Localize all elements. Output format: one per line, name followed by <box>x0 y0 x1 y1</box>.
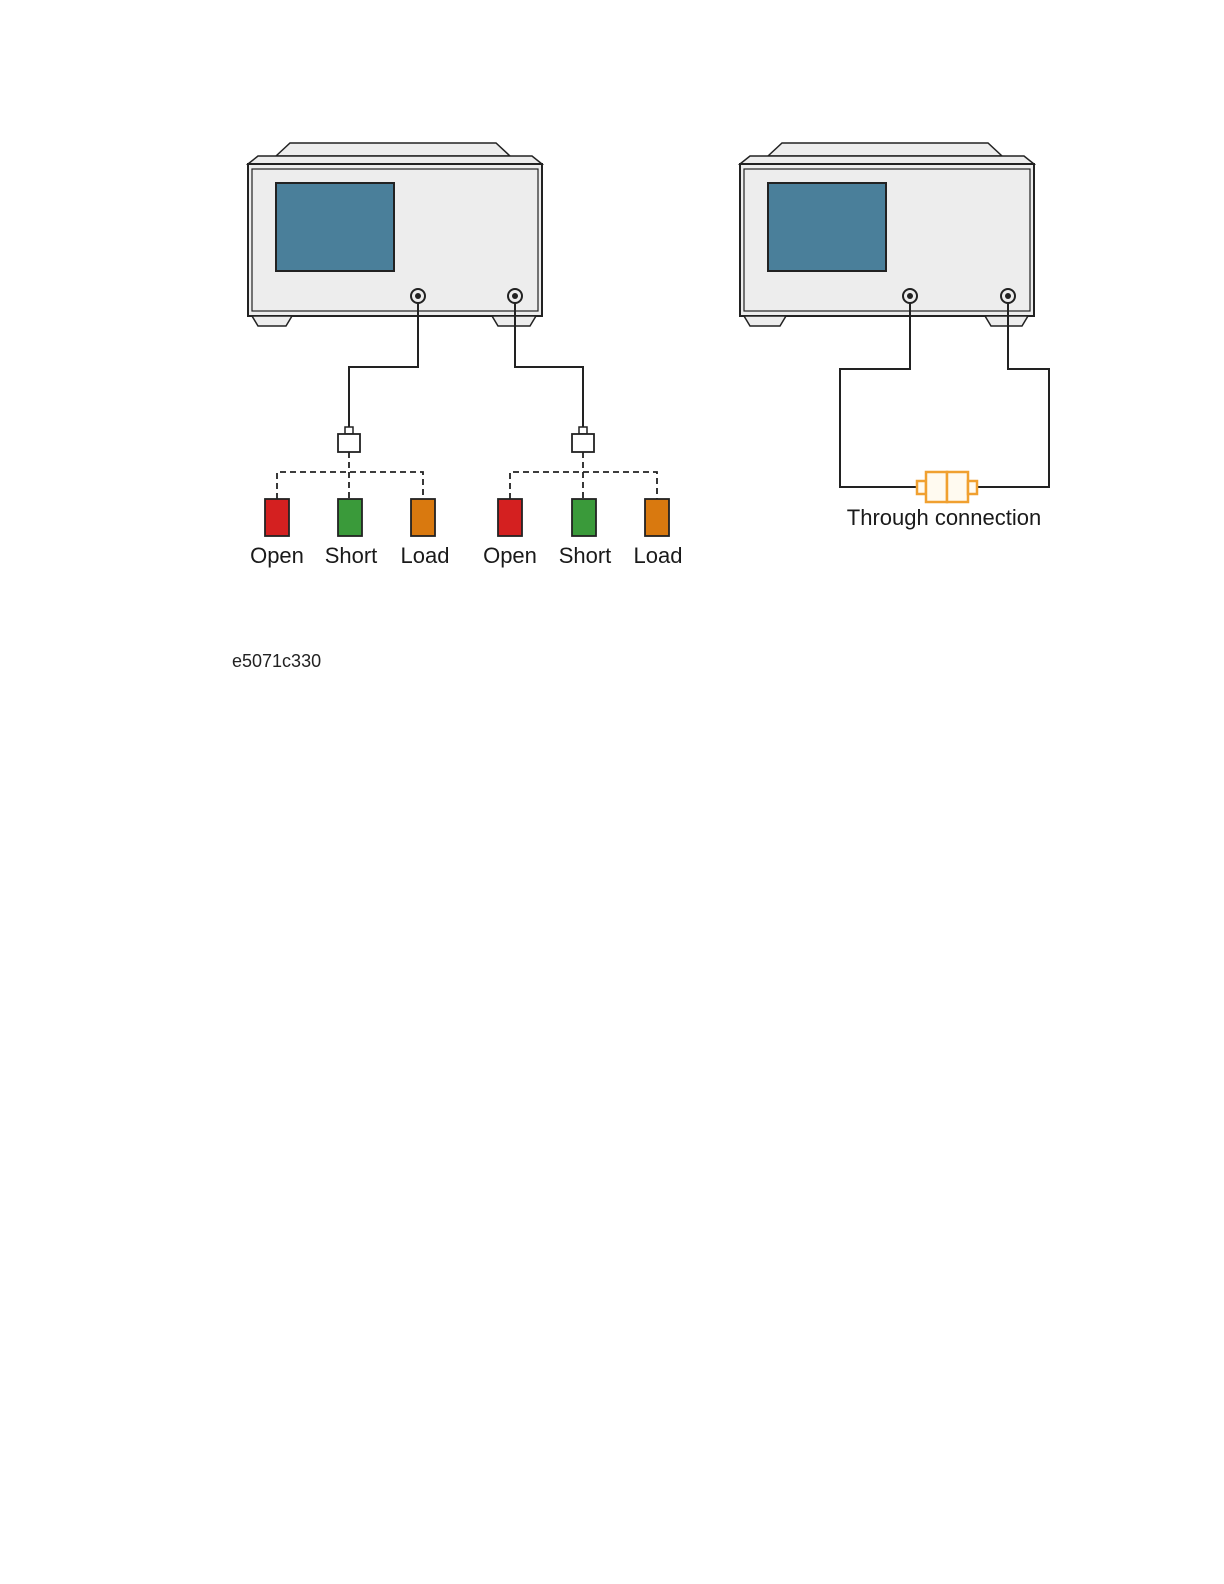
analyzer-left-top-handle <box>276 143 510 156</box>
analyzer-right-foot-left <box>744 316 786 326</box>
analyzer-right-top-handle <box>768 143 1002 156</box>
short-standard-port-1 <box>338 499 362 536</box>
analyzer-left-screen <box>276 183 394 271</box>
load-label-port-1: Load <box>401 543 450 568</box>
connector-port-1 <box>338 427 360 452</box>
dashed-lines-port-1 <box>277 452 423 499</box>
analyzer-right-port-2 <box>1001 289 1015 303</box>
analyzer-left-top-lip <box>248 156 542 164</box>
load-standard-port-2 <box>645 499 669 536</box>
dashed-lines-port-2 <box>510 452 657 499</box>
open-label-port-2: Open <box>483 543 537 568</box>
open-standard-port-1 <box>265 499 289 536</box>
analyzer-left-foot-left <box>252 316 292 326</box>
short-standard-port-2 <box>572 499 596 536</box>
through-connection-label: Through connection <box>847 505 1041 530</box>
analyzer-left-port-2 <box>508 289 522 303</box>
through-adapter <box>917 472 977 502</box>
analyzer-right <box>740 143 1034 326</box>
analyzer-right-port-1 <box>903 289 917 303</box>
load-standard-port-1 <box>411 499 435 536</box>
through-cable-port-2 <box>976 303 1049 487</box>
analyzer-right-screen <box>768 183 886 271</box>
load-label-port-2: Load <box>634 543 683 568</box>
cable-port-1 <box>349 303 418 427</box>
short-label-port-1: Short <box>325 543 378 568</box>
short-label-port-2: Short <box>559 543 612 568</box>
analyzer-right-top-lip <box>740 156 1034 164</box>
through-cable-port-1 <box>840 303 917 487</box>
open-standard-port-2 <box>498 499 522 536</box>
connector-port-2 <box>572 427 594 452</box>
analyzer-right-foot-right <box>985 316 1028 326</box>
figure-id: e5071c330 <box>232 651 321 672</box>
analyzer-left <box>248 143 542 326</box>
open-label-port-1: Open <box>250 543 304 568</box>
analyzer-left-port-1 <box>411 289 425 303</box>
